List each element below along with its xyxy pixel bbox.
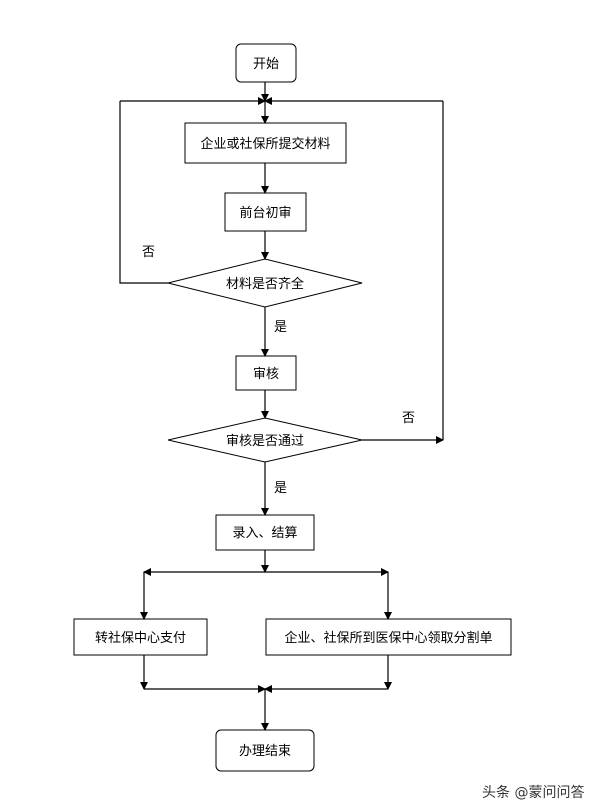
label-review-yes: 是 (274, 481, 287, 496)
node-start: 开始 (235, 43, 297, 83)
node-collect-allocation-label: 企业、社保所到医保中心领取分割单 (284, 630, 492, 646)
node-transfer-payment: 转社保中心支付 (73, 618, 208, 656)
node-collect-allocation: 企业、社保所到医保中心领取分割单 (265, 618, 512, 656)
node-front-review-label: 前台初审 (239, 205, 291, 221)
label-materials-yes: 是 (274, 320, 287, 335)
watermark: 头条 @蒙问问答 (482, 784, 584, 801)
node-front-review: 前台初审 (224, 192, 307, 232)
node-submit-materials: 企业或社保所提交材料 (184, 122, 347, 164)
node-transfer-payment-label: 转社保中心支付 (95, 630, 186, 646)
label-materials-no: 否 (142, 245, 155, 260)
node-review-label: 审核 (253, 367, 279, 382)
node-submit-materials-label: 企业或社保所提交材料 (200, 136, 330, 152)
node-end: 办理结束 (215, 729, 315, 772)
node-review: 审核 (235, 355, 297, 391)
decision-materials-complete: 材料是否齐全 (167, 258, 363, 308)
decision-review-passed-label: 审核是否通过 (226, 434, 304, 449)
edge-materials-no-loop (119, 101, 168, 284)
label-review-no: 否 (402, 411, 415, 426)
node-start-label: 开始 (253, 57, 279, 72)
decision-materials-complete-label: 材料是否齐全 (226, 276, 304, 292)
node-entry-settlement-label: 录入、结算 (232, 526, 297, 541)
decision-review-passed: 审核是否通过 (167, 417, 363, 463)
node-entry-settlement: 录入、结算 (215, 514, 315, 551)
node-end-label: 办理结束 (239, 744, 291, 759)
